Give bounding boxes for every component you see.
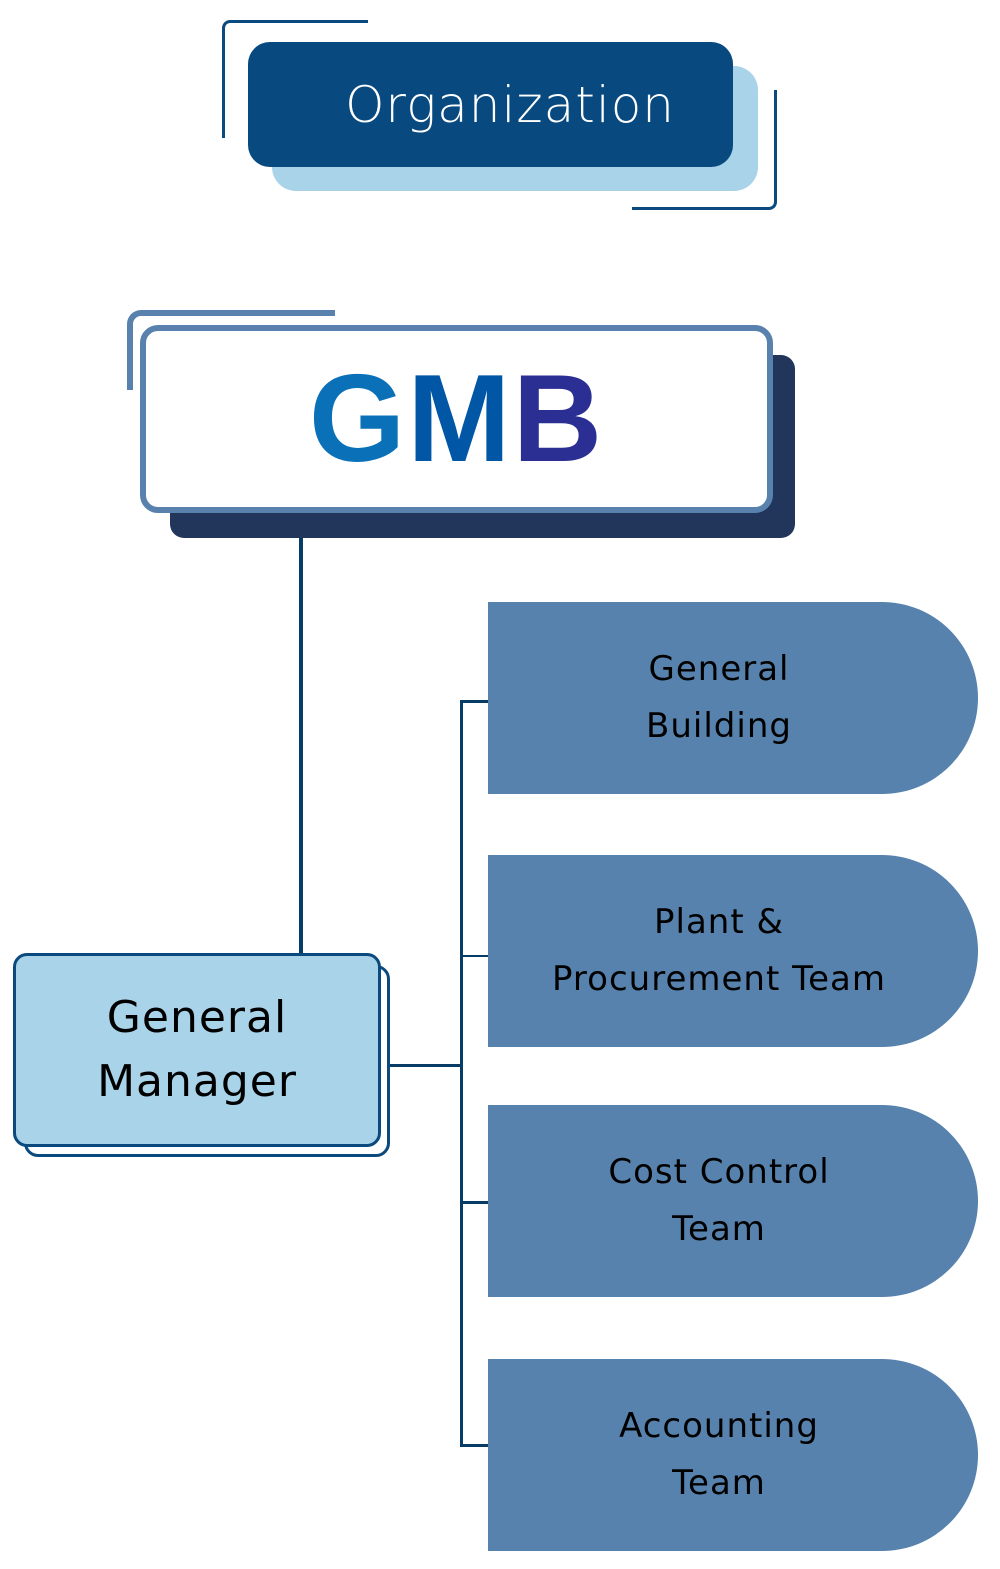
team-node-plant-procurement: Plant & Procurement Team: [488, 855, 978, 1047]
team-node-accounting: Accounting Team: [488, 1359, 978, 1551]
connector-branch-plant-procurement: [460, 955, 488, 957]
logo-letter-b: B: [512, 350, 605, 488]
general-manager-node: [13, 953, 381, 1147]
title-bracket-decoration: [222, 20, 368, 138]
team-node-general-building: General Building: [488, 602, 978, 794]
connector-branch-cost-control: [460, 1201, 488, 1204]
connector-branch-general-building: [460, 700, 488, 703]
logo-card: [140, 325, 773, 513]
team-label-line: Team: [672, 1463, 766, 1503]
team-label-line: Building: [646, 706, 792, 746]
team-label-line: Plant &: [654, 902, 784, 942]
logo-letter-m: M: [407, 350, 513, 488]
connector-gm-to-trunk: [390, 1064, 462, 1067]
general-manager-line: General: [106, 992, 288, 1043]
team-label-line: General: [648, 649, 790, 689]
team-label-line: Team: [672, 1209, 766, 1249]
page-title: Organization: [345, 75, 675, 134]
general-manager-line: Manager: [97, 1056, 297, 1107]
team-label-line: Procurement Team: [552, 959, 886, 999]
team-label-line: Accounting: [619, 1406, 819, 1446]
logo-bracket-decoration: [127, 310, 335, 390]
logo-letter-g: G: [308, 350, 408, 488]
team-label-line: Cost Control: [608, 1152, 830, 1192]
title-bracket-decoration: [632, 90, 777, 210]
team-node-cost-control: Cost Control Team: [488, 1105, 978, 1297]
connector-logo-to-gm: [299, 538, 303, 954]
title-box: [248, 42, 733, 167]
connector-trunk: [460, 700, 463, 1447]
general-manager-label: General Manager: [13, 953, 381, 1147]
company-logo: G M B: [140, 325, 773, 513]
connector-branch-accounting: [460, 1444, 488, 1447]
